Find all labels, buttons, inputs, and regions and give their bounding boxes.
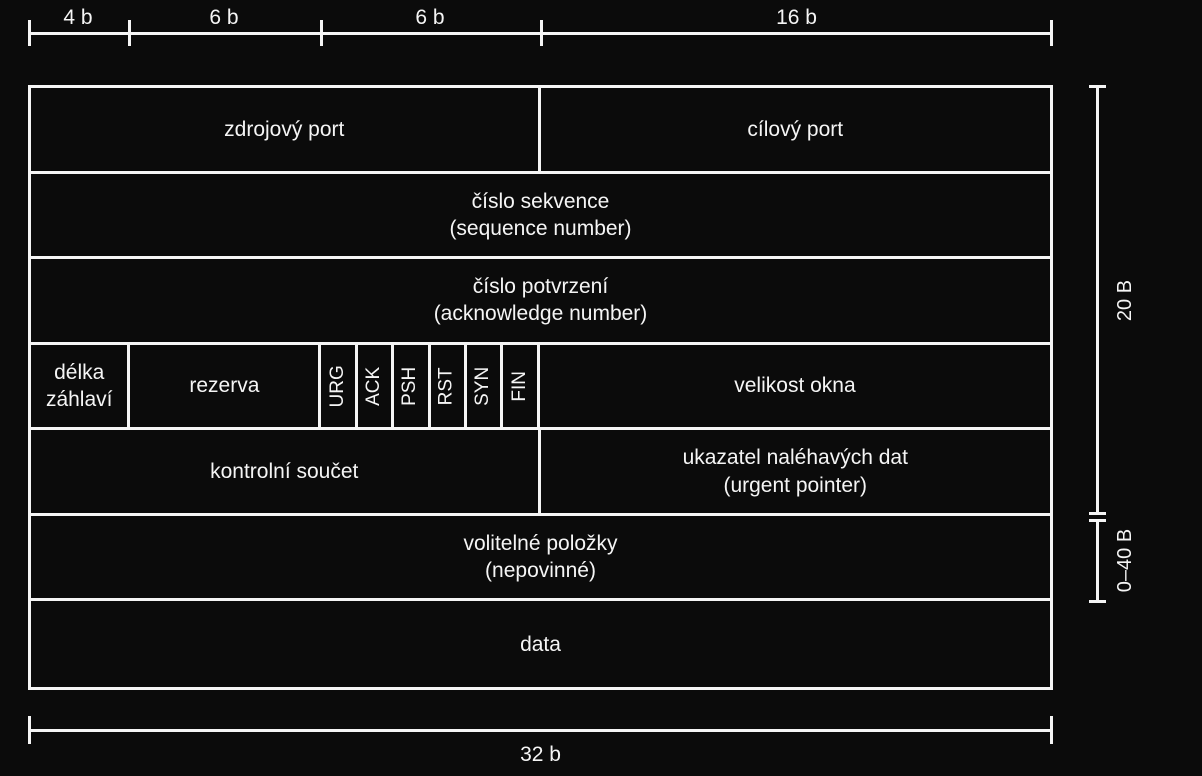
ruler-tick [320, 20, 323, 46]
ruler-tick [1050, 716, 1053, 744]
field-label: cílový port [747, 117, 844, 141]
bracket-line [1096, 519, 1099, 603]
field-label: zdrojový port [224, 117, 345, 141]
field-label: kontrolní součet [210, 459, 359, 483]
ruler-segment-label: 4 b [63, 6, 93, 29]
ruler-tick [1050, 20, 1053, 46]
field-label: volitelné položky [463, 531, 618, 555]
field-label: rezerva [189, 374, 260, 398]
bracket-cap [1089, 512, 1106, 515]
flag-label: FIN [508, 370, 530, 402]
field-source-port: zdrojový port [31, 88, 541, 171]
field-label: data [520, 632, 561, 656]
field-reserved: rezerva [130, 344, 322, 428]
flag-rst: RST [431, 344, 468, 428]
ruler-tick [128, 20, 131, 46]
ruler-tick [28, 20, 31, 46]
row-flags: délka záhlaví rezerva URG ACK PSH RST SY… [31, 344, 1050, 431]
field-sublabel: (nepovinné) [485, 559, 596, 583]
bracket-cap [1089, 85, 1106, 88]
field-window-size: velikost okna [540, 345, 1050, 428]
bottom-ruler-label: 32 b [520, 743, 561, 766]
bracket-label-0-40b: 0–40 B [1114, 528, 1137, 592]
ruler-segment-label: 16 b [776, 6, 817, 29]
flag-label: RST [435, 366, 457, 405]
ruler-segment-label: 6 b [209, 6, 239, 29]
flag-label: ACK [363, 366, 385, 406]
flag-urg: URG [321, 344, 358, 428]
row-acknowledge-number: číslo potvrzení (acknowledge number) [31, 259, 1050, 345]
bracket-cap [1089, 519, 1106, 522]
bracket-cap [1089, 600, 1106, 603]
field-label: číslo potvrzení [472, 275, 609, 299]
field-sublabel: (urgent pointer) [723, 473, 868, 497]
field-sublabel: (sequence number) [449, 216, 632, 240]
field-urgent-pointer: ukazatel naléhavých dat (urgent pointer) [541, 430, 1051, 513]
flag-syn: SYN [467, 344, 504, 428]
flag-label: URG [326, 364, 348, 408]
field-label: číslo sekvence [471, 189, 610, 213]
ruler-tick [28, 716, 31, 744]
field-sequence-number: číslo sekvence (sequence number) [31, 174, 1050, 257]
row-data: data [31, 601, 1050, 687]
ruler-tick [540, 20, 543, 46]
flag-label: SYN [472, 366, 494, 406]
bracket-label-20b: 20 B [1114, 279, 1137, 321]
flag-fin: FIN [503, 344, 540, 428]
field-destination-port: cílový port [541, 88, 1051, 171]
ruler-line [28, 729, 1053, 732]
field-label: délka záhlaví [45, 360, 113, 411]
field-data: data [31, 601, 1050, 687]
field-label: ukazatel naléhavých dat [682, 446, 908, 470]
bracket-line [1096, 85, 1099, 515]
row-ports: zdrojový port cílový port [31, 88, 1050, 174]
field-acknowledge-number: číslo potvrzení (acknowledge number) [31, 259, 1050, 342]
flag-psh: PSH [394, 344, 431, 428]
row-options: volitelné položky (nepovinné) [31, 516, 1050, 602]
field-label: velikost okna [734, 374, 856, 398]
field-checksum: kontrolní součet [31, 430, 541, 513]
row-sequence-number: číslo sekvence (sequence number) [31, 174, 1050, 260]
field-options: volitelné položky (nepovinné) [31, 516, 1050, 599]
ruler-segment-label: 6 b [415, 6, 445, 29]
header-table: zdrojový port cílový port číslo sekvence… [28, 85, 1053, 690]
field-header-length: délka záhlaví [31, 344, 131, 428]
flag-label: PSH [399, 366, 421, 406]
row-checksum: kontrolní součet ukazatel naléhavých dat… [31, 430, 1050, 516]
field-sublabel: (acknowledge number) [433, 302, 648, 326]
flag-ack: ACK [358, 344, 395, 428]
